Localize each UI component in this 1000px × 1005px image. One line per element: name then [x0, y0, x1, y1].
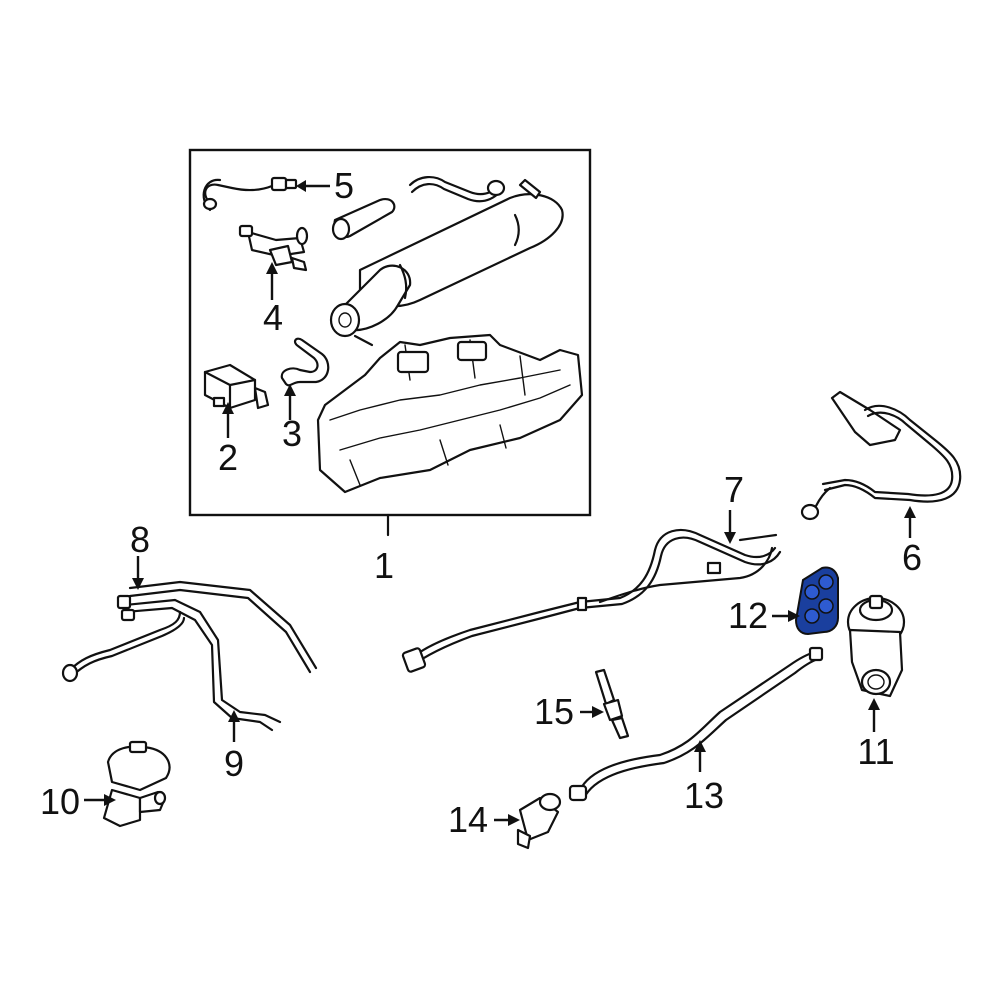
callout-7: 7 [724, 469, 744, 510]
callout-15: 15 [534, 691, 574, 732]
part-8-line-set[interactable] [61, 580, 318, 732]
part-7-tube[interactable] [401, 528, 782, 673]
callout-6: 6 [902, 537, 922, 578]
callout-4: 4 [263, 297, 283, 338]
part-14-connector[interactable] [516, 792, 562, 850]
callout-12: 12 [728, 595, 768, 636]
part-12-gasket[interactable] [794, 566, 839, 636]
part-13-tube[interactable] [568, 646, 824, 802]
callout-13: 13 [684, 775, 724, 816]
part-2-sensor[interactable] [203, 363, 270, 410]
part-5-hose[interactable] [202, 176, 298, 212]
part-1-shield[interactable] [316, 333, 584, 494]
callout-5: 5 [334, 165, 354, 206]
part-3-elbow-hose[interactable] [280, 337, 330, 387]
callout-10: 10 [40, 781, 80, 822]
callout-8: 8 [130, 519, 150, 560]
leader-arrows [84, 180, 916, 826]
callout-9: 9 [224, 743, 244, 784]
part-11-egr-valve[interactable] [846, 594, 906, 698]
inset-box [188, 148, 592, 517]
part-1-canister[interactable] [329, 176, 564, 347]
part-6-vent-hose[interactable] [800, 390, 962, 521]
part-15-sensor[interactable] [594, 668, 630, 740]
part-10-valve[interactable] [102, 740, 171, 828]
callout-2: 2 [218, 437, 238, 478]
callout-3: 3 [282, 413, 302, 454]
callout-14: 14 [448, 799, 488, 840]
callout-1: 1 [374, 545, 394, 586]
part-4-purge-valve[interactable] [238, 224, 309, 272]
callout-labels: 1 2 3 4 5 6 7 8 9 10 11 12 13 14 15 [40, 165, 922, 840]
callout-11: 11 [857, 731, 894, 772]
